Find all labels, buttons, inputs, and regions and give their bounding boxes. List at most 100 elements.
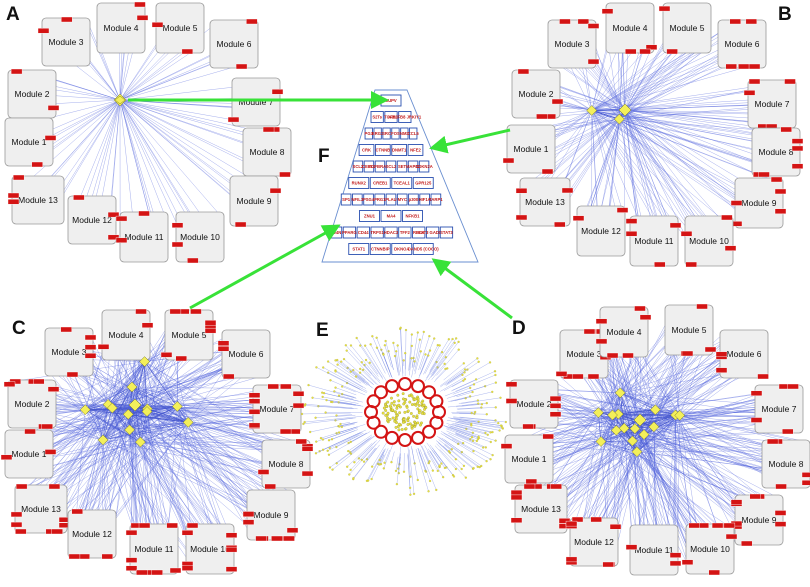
pyramid-gene: FOS [391, 127, 400, 140]
module-label: Module 11 [134, 544, 173, 554]
panel-label-b: B [778, 4, 792, 25]
core-node [386, 416, 389, 420]
peripheral-node [338, 425, 341, 428]
module-label: Module 1 [514, 144, 549, 154]
gene-node-tag [204, 320, 217, 326]
module-box [155, 2, 205, 54]
peripheral-node [321, 438, 325, 441]
edge [119, 62, 249, 101]
peripheral-node [498, 429, 501, 432]
edge [349, 439, 381, 475]
gene-node-tag [204, 327, 217, 334]
module-d-3: Module 5 [664, 303, 717, 357]
edge [563, 434, 645, 523]
gene-node-tag [775, 483, 787, 490]
edge [46, 406, 178, 427]
module-c-7: Module 1 [0, 428, 57, 479]
edge [437, 436, 478, 467]
edge [432, 341, 459, 377]
peripheral-node [349, 344, 353, 347]
edge [51, 99, 121, 145]
edge [618, 409, 656, 415]
edge [385, 340, 394, 370]
gene-node-tag [669, 560, 682, 567]
edge [100, 49, 121, 101]
edge [552, 441, 602, 461]
module-a-3: Module 5 [151, 2, 205, 55]
edge [303, 417, 353, 425]
gene-node-tag [61, 16, 73, 23]
edge [619, 118, 710, 230]
edge [591, 110, 645, 234]
module-label: Module 7 [762, 404, 797, 414]
peripheral-node [410, 357, 413, 360]
peripheral-node [409, 486, 412, 489]
gene-cell-label: CD44 [358, 230, 369, 235]
edge [110, 99, 121, 213]
edge [420, 355, 429, 374]
edge [420, 444, 433, 471]
peripheral-node [300, 412, 304, 416]
edge [448, 417, 479, 422]
gene-cell-box [430, 193, 442, 206]
module-d-7: Module 1 [500, 433, 554, 485]
edge [415, 448, 429, 492]
edge [338, 426, 357, 433]
module-d-2: Module 4 [595, 305, 652, 359]
edge [428, 367, 438, 381]
peripheral-node [476, 357, 479, 360]
edge [394, 356, 399, 373]
edge [445, 384, 475, 397]
edge [459, 416, 496, 421]
module-box [684, 215, 734, 267]
gene-cell-label: SCL2 [353, 164, 364, 169]
edge [336, 437, 371, 464]
edge [455, 433, 471, 440]
gene-node-tag [510, 494, 523, 501]
module-box [67, 509, 117, 559]
edge [366, 448, 385, 481]
gene-cell-label: DNMT1 [392, 148, 407, 153]
edge [603, 415, 613, 527]
gene-node-tag [622, 352, 634, 359]
edge [452, 387, 471, 395]
edge [68, 369, 129, 415]
edge [624, 65, 729, 111]
edge [634, 358, 722, 429]
pyramid-gene: STAT1 [348, 243, 370, 255]
hub-node-diamond [614, 387, 626, 399]
peripheral-node [482, 446, 485, 449]
peripheral-node [368, 361, 371, 364]
edge [591, 110, 724, 221]
gene-node-tag [711, 522, 724, 529]
edge [337, 364, 368, 386]
gene-node-tag [750, 390, 763, 397]
module-label: Module 9 [254, 510, 289, 520]
peripheral-node [348, 473, 351, 476]
core-node [413, 422, 417, 426]
module-ring-node [422, 385, 437, 400]
pyramid-gene: TFF2 [398, 226, 412, 239]
peripheral-node [329, 379, 332, 382]
gene-node-tag [766, 438, 779, 445]
pyramid-gene: SET [396, 160, 408, 173]
edge [643, 434, 692, 555]
gene-node-tag [681, 350, 694, 357]
edge [591, 66, 749, 111]
edge [74, 439, 104, 520]
peripheral-node [349, 468, 352, 471]
edge [634, 428, 709, 536]
edge [112, 407, 130, 430]
peripheral-node [453, 341, 456, 344]
edge [620, 392, 656, 410]
gene-cell-box [391, 144, 408, 156]
peripheral-node [499, 396, 502, 399]
gene-node-tag [801, 472, 810, 478]
gene-node-tag [51, 528, 63, 535]
edge [46, 404, 109, 454]
core-node [403, 410, 407, 414]
gene-cell-label: CTNNB [376, 148, 391, 153]
edge [618, 372, 734, 415]
module-a-8: Module 8 [242, 126, 292, 178]
module-c-8: Module 8 [257, 438, 314, 490]
